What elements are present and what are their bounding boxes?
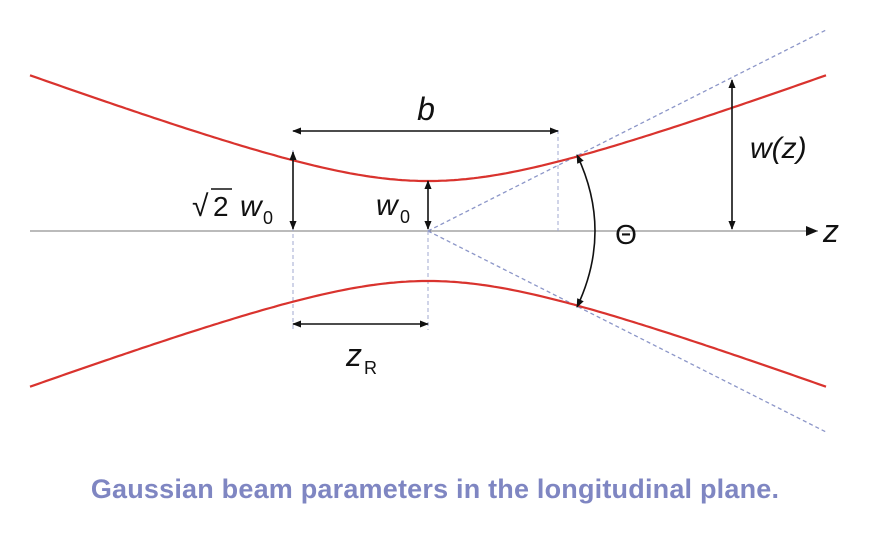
theta-arc — [576, 154, 596, 308]
figure-caption: Gaussian beam parameters in the longitud… — [90, 474, 780, 504]
zr-label: z — [345, 337, 362, 373]
b-label: b — [417, 91, 435, 127]
zr-subscript: R — [364, 358, 377, 378]
w0-subscript: 0 — [400, 207, 410, 227]
sqrt-two: 2 — [213, 191, 229, 222]
theta-label: Θ — [615, 219, 637, 250]
z-axis-label: z — [822, 213, 839, 249]
sqrt-symbol: √ — [192, 190, 209, 223]
sqrt2-w-label: w — [240, 190, 264, 223]
asymptote-upper — [427, 29, 827, 232]
z-axis-arrowhead — [806, 226, 818, 236]
asymptote-lower — [427, 230, 827, 433]
wz-label: w(z) — [750, 132, 807, 165]
w0-label: w — [376, 189, 400, 222]
beam-lower-profile — [29, 279, 827, 388]
sqrt2-w-subscript: 0 — [263, 208, 273, 228]
